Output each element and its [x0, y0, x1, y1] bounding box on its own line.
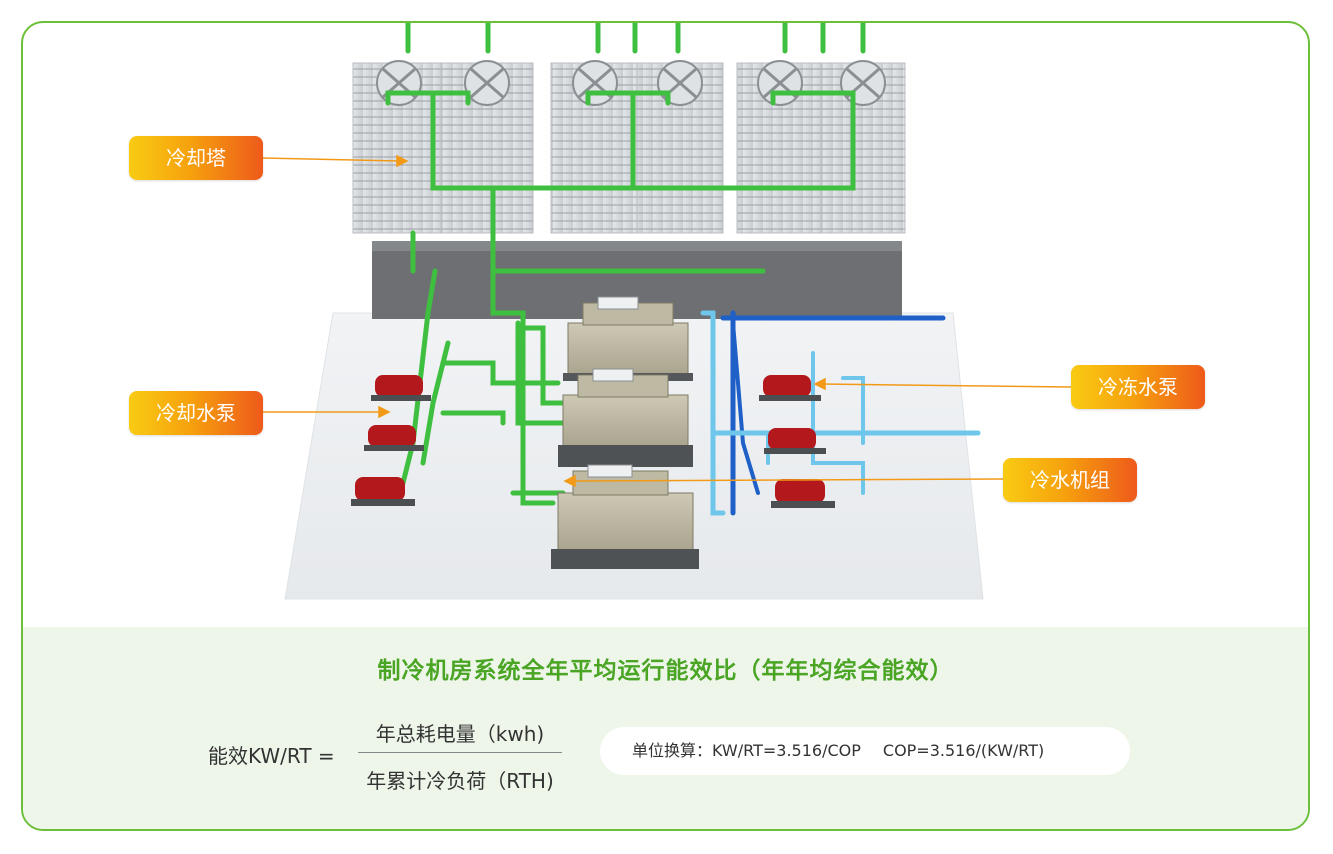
chilled-water-pumps [759, 375, 835, 508]
panel-title: 制冷机房系统全年平均运行能效比（年年均综合能效） [377, 658, 954, 684]
label-cooling-tower: 冷却塔 [129, 136, 263, 180]
cooling-tower-unit [550, 60, 724, 234]
unit-conversion-kw-rt: 单位换算：KW/RT=3.516/COP [632, 741, 861, 760]
cooling-water-pipes [385, 23, 866, 506]
cooling-water-pumps [351, 375, 431, 506]
formula-lhs: 能效KW/RT = [208, 744, 335, 768]
pump [759, 375, 821, 401]
label-cooling-water-pump: 冷却水泵 [129, 391, 263, 435]
pump [764, 428, 826, 454]
cooling-tower-unit [352, 60, 534, 234]
chiller-unit [551, 464, 699, 569]
callout-line-chiller-unit [570, 478, 1004, 482]
callout-lines [262, 154, 1072, 488]
cooling-tower-unit [736, 60, 906, 234]
label-chilled-water-pump: 冷冻水泵 [1071, 365, 1205, 409]
unit-conversion-box: 单位换算：KW/RT=3.516/COP COP=3.516/(KW/RT) [600, 727, 1130, 775]
chiller-units [551, 296, 699, 569]
fraction-line [358, 752, 562, 753]
cooling-tower-group [352, 60, 906, 234]
label-chiller-unit: 冷水机组 [1003, 458, 1137, 502]
callout-line-chilled-water-pump [820, 383, 1072, 388]
pump [371, 375, 431, 401]
chiller-unit [563, 296, 693, 381]
chiller-unit [558, 368, 693, 467]
callout-line-cooling-tower [262, 157, 402, 162]
unit-conversion-cop: COP=3.516/(KW/RT) [882, 741, 1045, 760]
pump [351, 477, 415, 506]
pump [771, 479, 835, 508]
formula-numerator: 年总耗电量（kwh) [375, 722, 545, 746]
diagram-card: 冷却塔 冷却水泵 冷冻水泵 冷水机组 制冷机房系统全年平均运行能效比（年年均综合… [21, 21, 1310, 831]
pump [364, 425, 424, 451]
chiller-room-illustration [262, 23, 1072, 600]
formula-denominator: 年累计冷负荷（RTH) [366, 769, 554, 793]
